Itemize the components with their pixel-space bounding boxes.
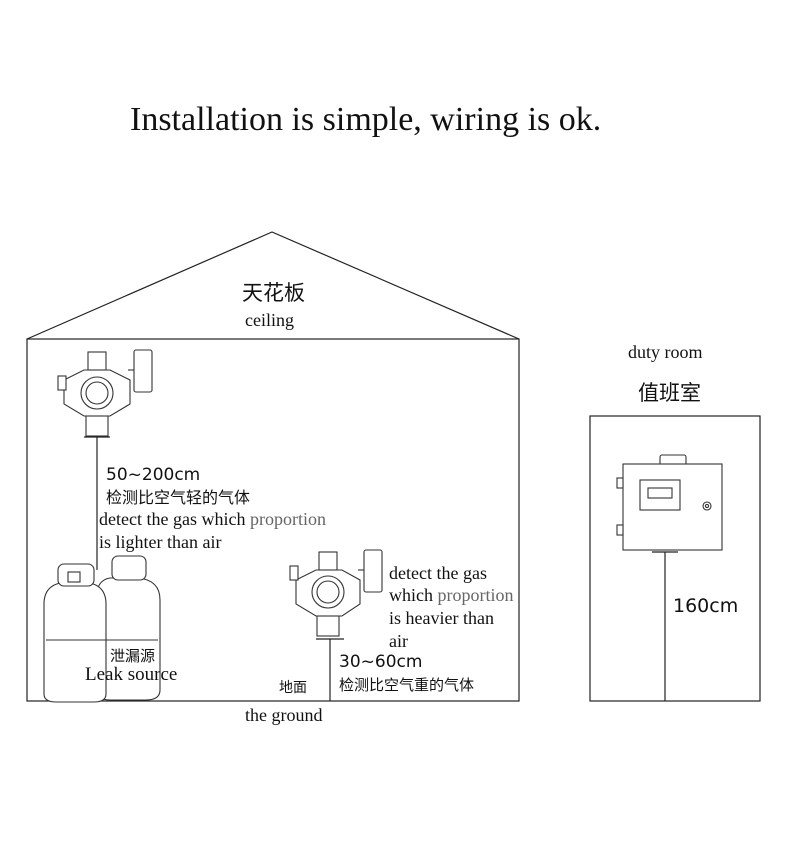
duty-room-height: 160cm bbox=[673, 595, 738, 617]
gas-detector-icon bbox=[57, 349, 153, 437]
heavy-gas-desc-en-1: detect the gas bbox=[389, 563, 487, 583]
leak-source-label-en: Leak source bbox=[85, 664, 177, 685]
gas-cylinder-icon bbox=[43, 555, 161, 703]
ground-label-en: the ground bbox=[245, 705, 322, 725]
light-gas-height: 50~200cm bbox=[106, 465, 200, 485]
duty-room-label-en: duty room bbox=[628, 342, 703, 362]
duty-room-label-cn: 值班室 bbox=[638, 381, 701, 405]
ceiling-label-cn: 天花板 bbox=[242, 281, 305, 305]
ceiling-label-en: ceiling bbox=[245, 310, 294, 330]
ground-label-cn: 地面 bbox=[279, 680, 307, 696]
leak-source-label-cn: 泄漏源 bbox=[110, 647, 155, 665]
duty-room-outline bbox=[589, 415, 761, 702]
house-outline bbox=[26, 231, 520, 702]
control-panel-icon bbox=[616, 454, 723, 551]
gas-detector-icon bbox=[289, 549, 383, 637]
light-gas-desc-en-1: detect the gas which proportion bbox=[99, 509, 326, 529]
heavy-gas-desc-en-3: is heavier than bbox=[389, 608, 494, 628]
heavy-gas-desc-en-2: which proportion bbox=[389, 585, 514, 605]
heavy-gas-desc-en-4: air bbox=[389, 631, 408, 651]
page-title: Installation is simple, wiring is ok. bbox=[130, 101, 601, 138]
light-gas-desc-en-2: is lighter than air bbox=[99, 532, 221, 552]
heavy-gas-desc-cn: 检测比空气重的气体 bbox=[339, 676, 474, 694]
light-gas-desc-cn: 检测比空气轻的气体 bbox=[106, 488, 250, 507]
heavy-gas-height: 30~60cm bbox=[339, 652, 422, 672]
